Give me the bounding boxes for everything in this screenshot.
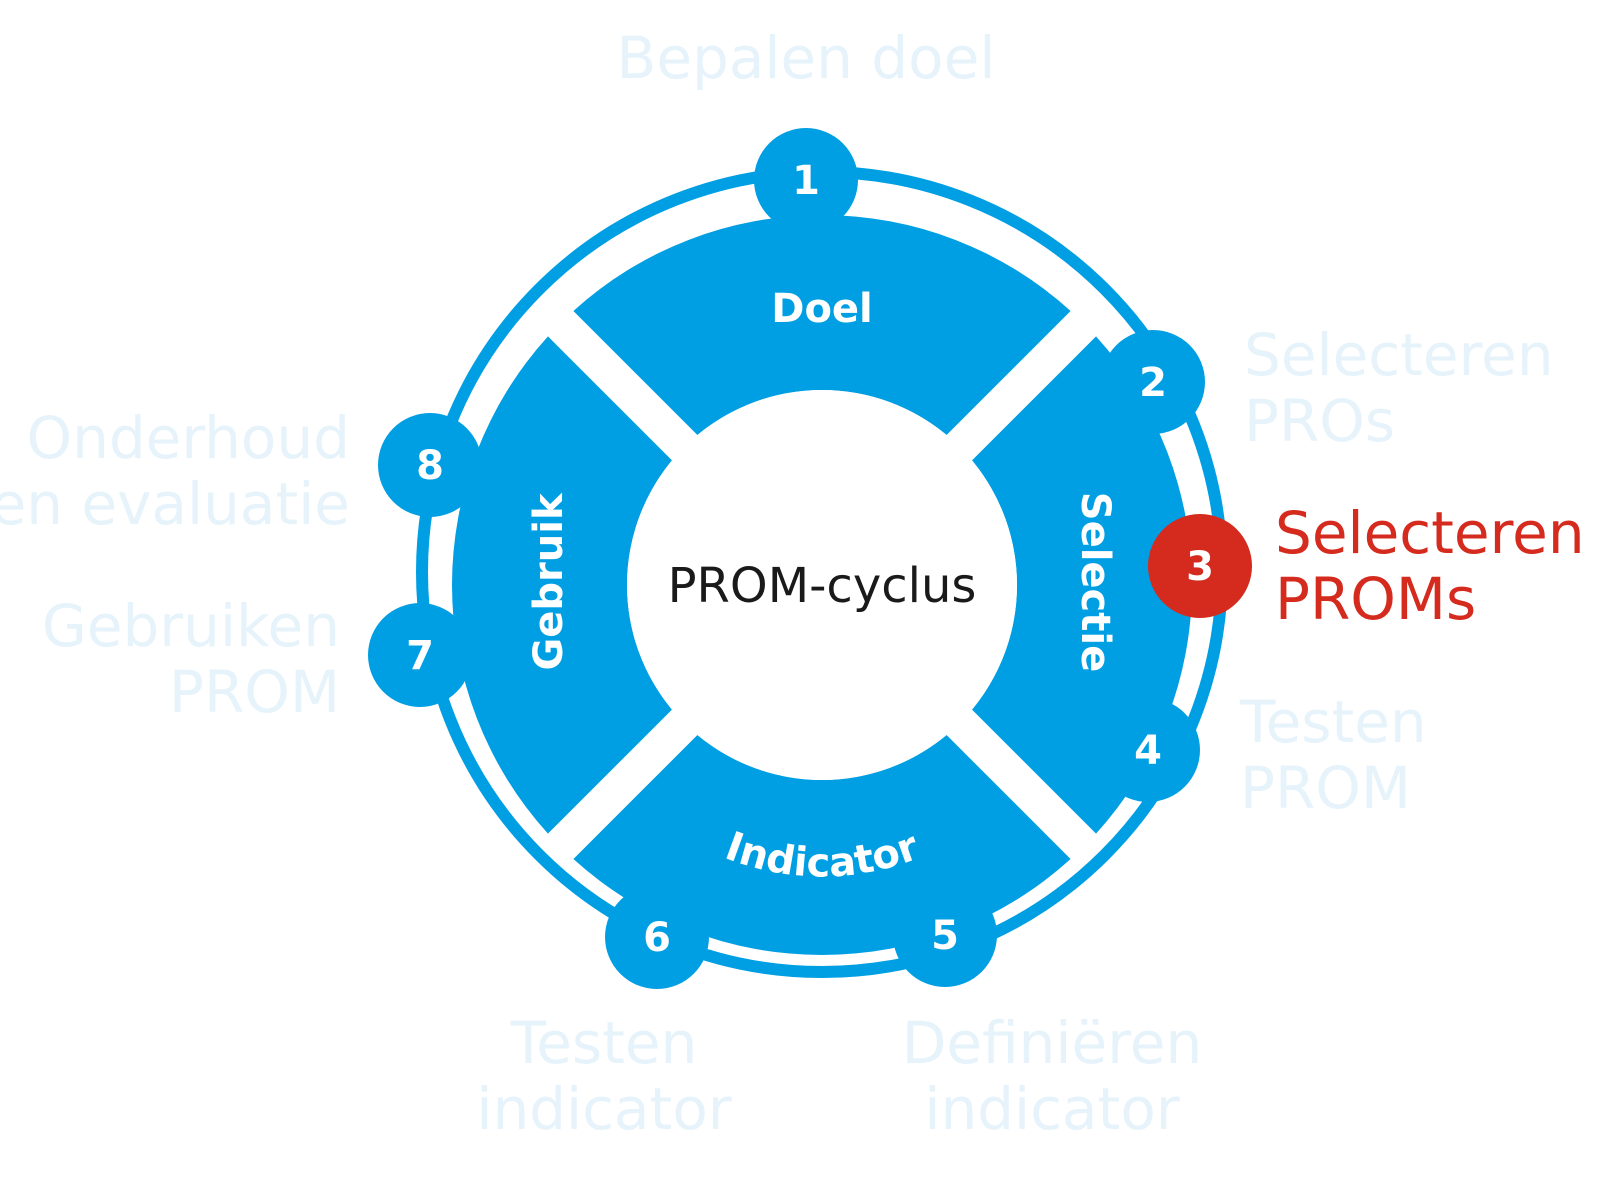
step-number-3: 3	[1186, 544, 1214, 590]
step-label-5-line-2: indicator	[924, 1075, 1179, 1143]
step-label-7-line-2: PROM	[169, 658, 340, 726]
phase-label-selectie: Selectie	[1072, 492, 1118, 672]
step-label-8-line-1: Onderhoud	[26, 404, 350, 472]
step-badge-3	[1148, 514, 1252, 618]
step-label-3-line-2: PROMs	[1275, 565, 1476, 633]
center-label: PROM-cyclus	[668, 558, 977, 614]
step-label-6-line-2: indicator	[476, 1075, 731, 1143]
step-label-2-line-1: Selecteren	[1244, 321, 1554, 389]
step-number-6: 6	[643, 915, 671, 961]
step-number-4: 4	[1134, 728, 1162, 774]
step-label-4-line-1: Testen	[1239, 688, 1427, 756]
step-badge-7	[368, 603, 472, 707]
step-label-6-line-1: Testen	[510, 1009, 698, 1077]
step-label-4-line-2: PROM	[1240, 754, 1411, 822]
step-number-7: 7	[406, 633, 434, 679]
step-badge-2	[1101, 330, 1205, 434]
step-number-8: 8	[416, 443, 444, 489]
step-label-1-line-1: Bepalen doel	[617, 24, 996, 92]
phase-label-gebruik: Gebruik	[526, 492, 572, 671]
step-number-2: 2	[1139, 360, 1167, 406]
phase-label-doel: Doel	[771, 286, 873, 332]
step-badge-1	[754, 128, 858, 232]
step-badge-6	[605, 885, 709, 989]
step-number-5: 5	[931, 913, 959, 959]
step-label-8-line-2: en evaluatie	[0, 470, 350, 538]
step-badge-5	[893, 883, 997, 987]
step-badge-8	[378, 413, 482, 517]
segment-left	[452, 336, 672, 834]
step-label-5-line-1: Definiëren	[902, 1009, 1202, 1077]
segment-top	[573, 215, 1071, 435]
step-label-1: Bepalen doel	[617, 24, 996, 92]
step-label-2-line-2: PROs	[1244, 387, 1395, 455]
step-number-1: 1	[792, 158, 820, 204]
step-label-3-line-1: Selecteren	[1275, 499, 1585, 567]
center-circle	[627, 390, 1017, 780]
step-badge-4	[1096, 698, 1200, 802]
step-label-7-line-1: Gebruiken	[42, 592, 340, 660]
step-badges: 1 2 3 4 5 6 7 8	[368, 128, 1252, 989]
